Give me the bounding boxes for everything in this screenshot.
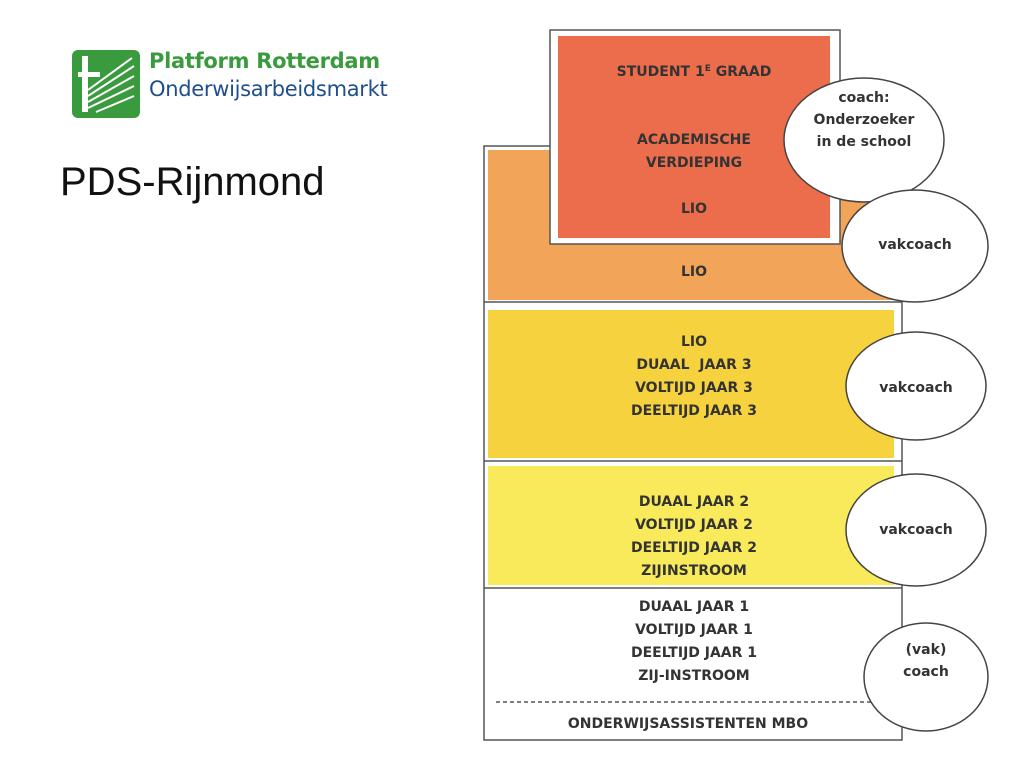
vak-coach-circle — [863, 622, 989, 732]
vak-coach-line-2: coach — [903, 664, 949, 680]
band-2-fill — [488, 310, 894, 458]
coach-researcher-line-1: coach: — [838, 90, 890, 106]
band-2-line-4: DEELTIJD JAAR 3 — [630, 403, 758, 419]
platform-rotterdam-logo-icon — [72, 50, 140, 118]
vakcoach-label-2: vakcoach — [879, 380, 953, 396]
band-4-line-3: DEELTIJD JAAR 1 — [630, 645, 758, 661]
footer-label: ONDERWIJSASSISTENTEN MBO — [567, 716, 809, 732]
band-3-line-4: ZIJINSTROOM — [641, 563, 747, 579]
coach-researcher-line-2: Onderzoeker — [813, 112, 915, 128]
logo: Platform Rotterdam Onderwijsarbeidsmarkt — [72, 48, 432, 118]
page-title: PDS-Rijnmond — [60, 160, 325, 204]
top-box-academisch: ACADEMISCHE — [637, 132, 751, 148]
band-3-line-1: DUAAL JAAR 2 — [638, 494, 750, 510]
top-box-title-main: STUDENT 1 — [616, 64, 705, 80]
pds-level-diagram: STUDENT 1E GRAAD ACADEMISCHE VERDIEPING … — [480, 28, 1000, 744]
logo-line-2: Onderwijsarbeidsmarkt — [149, 77, 388, 101]
band-2-line-3: VOLTIJD JAAR 3 — [635, 380, 753, 396]
vakcoach-label-3: vakcoach — [879, 522, 953, 538]
vakcoach-circle-1 — [841, 189, 989, 303]
top-box-title-end: GRAAD — [710, 64, 772, 80]
band-1-lio: LIO — [680, 264, 708, 280]
top-box-title-sup: E — [704, 64, 711, 74]
vakcoach-label-1: vakcoach — [878, 237, 952, 253]
band-3-line-3: DEELTIJD JAAR 2 — [630, 540, 758, 556]
top-box-lio: LIO — [680, 201, 708, 217]
band-4-line-2: VOLTIJD JAAR 1 — [635, 622, 753, 638]
band-4-line-4: ZIJ-INSTROOM — [638, 668, 750, 684]
coach-researcher-circle — [783, 77, 945, 203]
band-2-line-2: DUAAL JAAR 3 — [636, 357, 752, 373]
diagram-graphic — [483, 29, 989, 741]
vakcoach-circle-3 — [845, 473, 987, 587]
vak-coach-line-1: (vak) — [905, 642, 947, 658]
logo-line-1: Platform Rotterdam — [149, 49, 380, 73]
top-box-title: STUDENT 1E GRAAD — [558, 62, 830, 83]
coach-researcher-line-3: in de school — [816, 134, 912, 150]
band-3-line-2: VOLTIJD JAAR 2 — [635, 517, 753, 533]
band-3-fill — [488, 466, 894, 585]
band-4-line-1: DUAAL JAAR 1 — [638, 599, 750, 615]
band-2-line-1: LIO — [680, 334, 708, 350]
vakcoach-circle-2 — [845, 331, 987, 441]
top-box-verdieping: VERDIEPING — [645, 155, 743, 171]
